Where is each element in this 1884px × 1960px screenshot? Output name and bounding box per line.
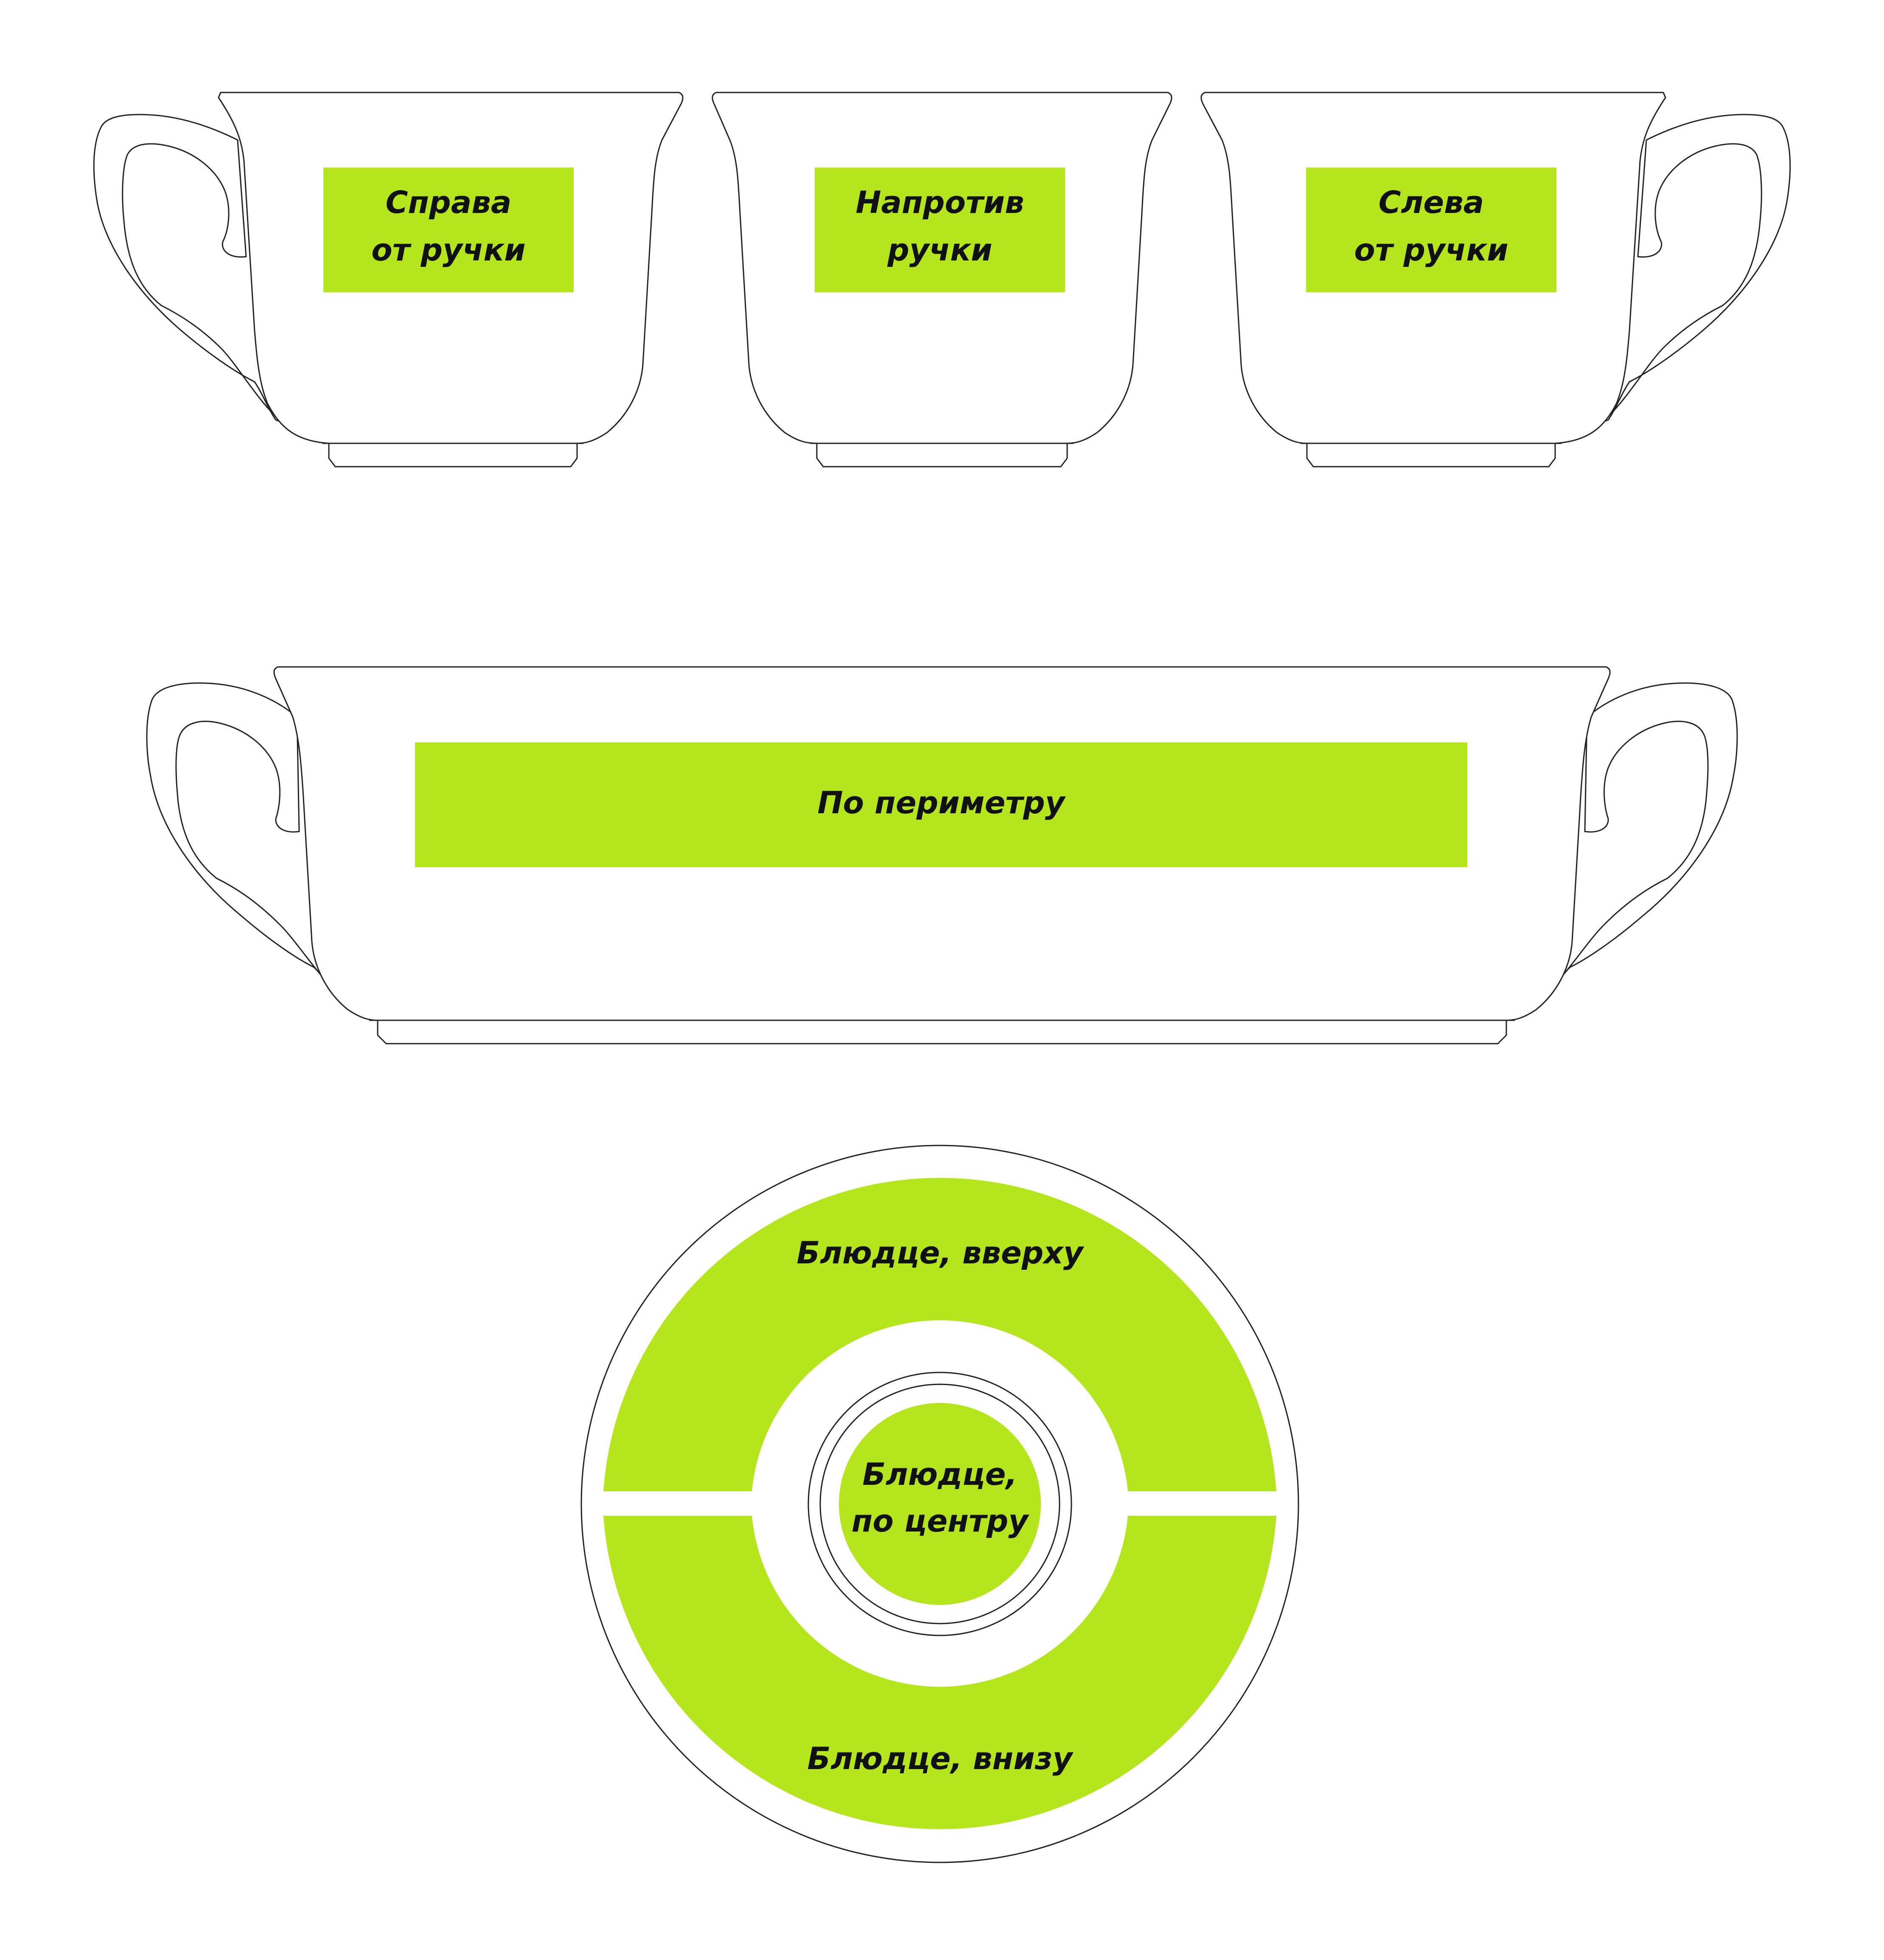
print-zone-opposite-handle — [815, 168, 1065, 292]
zone-label-line-2: ручки — [887, 232, 992, 268]
zone-label: По периметру — [817, 785, 1066, 820]
saucer-inner-ring-inner — [819, 1383, 1060, 1624]
zone-label-line-2: от ручки — [1354, 232, 1508, 268]
print-zone-right-of-handle — [323, 168, 574, 292]
cup-no-handle: Напротив ручки — [712, 92, 1172, 468]
saucer-center-label-line-1: Блюдце, — [862, 1456, 1017, 1492]
zone-label-line-1: Справа — [386, 185, 512, 220]
left-handle-shape — [146, 682, 340, 996]
saucer-outer-rim — [580, 1145, 1299, 1863]
cup-handle-left: Справа от ручки — [93, 92, 684, 468]
cup-handle-shape — [93, 114, 283, 423]
right-handle-shape — [1544, 682, 1738, 996]
cup-handle-shape — [1601, 114, 1791, 423]
cup-perimeter-unrolled: По периметру — [146, 666, 1738, 1044]
print-zone-saucer-top — [603, 1178, 1276, 1491]
print-zone-saucer-bottom — [603, 1516, 1276, 1829]
zone-label-line-1: Слева — [1379, 185, 1484, 220]
zone-label-line-1: Напротив — [855, 185, 1024, 220]
saucer-top-label: Блюдце, вверху — [796, 1235, 1084, 1271]
saucer-center-label-line-2: по центру — [852, 1503, 1029, 1539]
print-zone-saucer-center — [839, 1403, 1041, 1605]
saucer: Блюдце, вверху Блюдце, по центру Блюдце,… — [580, 1145, 1299, 1863]
saucer-bottom-label: Блюдце, внизу — [807, 1741, 1074, 1776]
zone-label-line-2: от ручки — [371, 232, 525, 268]
print-zone-left-of-handle — [1306, 168, 1556, 292]
print-zone-perimeter — [415, 742, 1467, 867]
saucer-inner-ring-outer — [807, 1372, 1072, 1636]
